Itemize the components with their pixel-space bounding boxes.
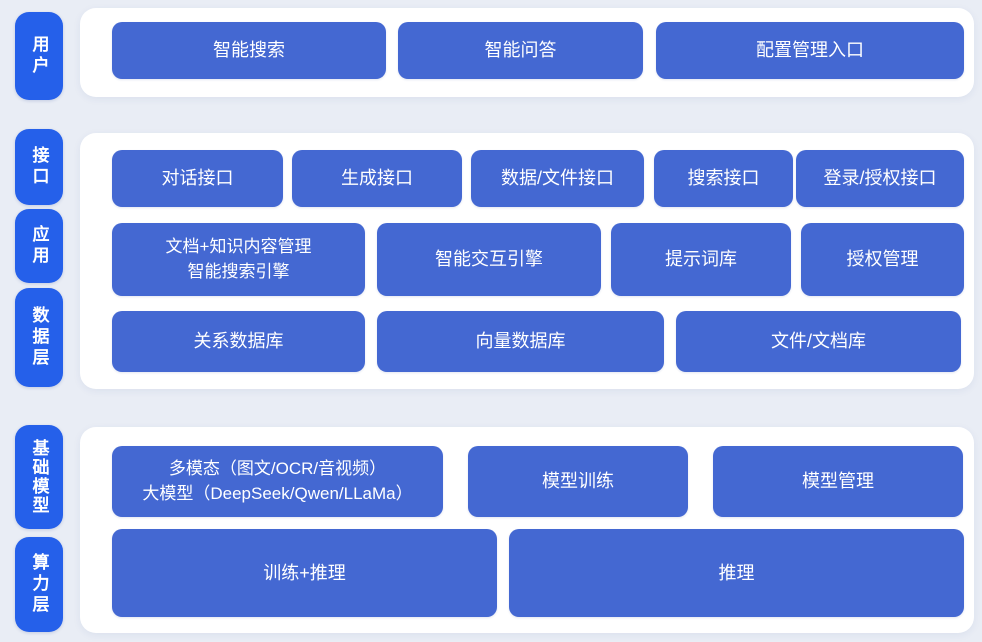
box-file-doc-store: 文件/文档库 — [676, 311, 961, 372]
box-label-line1: 多模态（图文/OCR/音视频） — [168, 458, 387, 478]
box-smart-search: 智能搜索 — [112, 22, 386, 79]
panel-interface-app-data: 对话接口 生成接口 数据/文件接口 搜索接口 登录/授权接口 文档+知识内容管理… — [80, 133, 974, 389]
box-label: 模型管理 — [802, 471, 874, 492]
box-training-inference: 训练+推理 — [112, 529, 497, 617]
layer-pill-interface: 接口 — [15, 129, 63, 205]
box-config-entry: 配置管理入口 — [656, 22, 964, 79]
box-label-line2: 智能搜索引擎 — [187, 261, 290, 281]
layer-pill-application: 应用 — [15, 209, 63, 283]
panel-model-compute: 多模态（图文/OCR/音视频） 大模型（DeepSeek/Qwen/LLaMa）… — [80, 427, 974, 633]
box-doc-knowledge-mgmt: 文档+知识内容管理 智能搜索引擎 — [112, 223, 365, 296]
box-login-auth-api: 登录/授权接口 — [796, 150, 964, 207]
box-label: 智能交互引擎 — [435, 249, 543, 270]
box-label: 对话接口 — [161, 168, 234, 189]
box-interaction-engine: 智能交互引擎 — [377, 223, 601, 296]
layer-pill-data-layer: 数据层 — [15, 288, 63, 387]
box-multimodal-llm: 多模态（图文/OCR/音视频） 大模型（DeepSeek/Qwen/LLaMa） — [112, 446, 443, 517]
box-label: 智能搜索 — [213, 40, 285, 61]
box-label: 授权管理 — [846, 249, 919, 270]
layer-pill-foundation-model: 基础模型 — [15, 425, 63, 529]
box-label: 推理 — [718, 562, 755, 583]
box-label: 训练+推理 — [263, 562, 346, 583]
box-generation-api: 生成接口 — [292, 150, 462, 207]
box-prompt-library: 提示词库 — [611, 223, 791, 296]
box-label: 数据/文件接口 — [500, 168, 614, 189]
box-inference: 推理 — [509, 529, 964, 617]
box-label: 提示词库 — [665, 249, 737, 270]
box-label-line1: 文档+知识内容管理 — [165, 236, 312, 256]
layer-pill-compute-layer: 算力层 — [15, 537, 63, 632]
box-vector-db: 向量数据库 — [377, 311, 664, 372]
box-dialog-api: 对话接口 — [112, 150, 283, 207]
box-model-mgmt: 模型管理 — [713, 446, 963, 517]
box-label: 文件/文档库 — [770, 331, 866, 352]
box-label: 生成接口 — [341, 168, 413, 189]
box-label: 搜索接口 — [687, 168, 760, 189]
box-label: 模型训练 — [542, 471, 614, 492]
box-model-training: 模型训练 — [468, 446, 688, 517]
box-auth-mgmt: 授权管理 — [801, 223, 964, 296]
layer-pill-user: 用户 — [15, 12, 63, 100]
box-label: 关系数据库 — [193, 331, 284, 352]
box-label: 智能问答 — [484, 40, 557, 61]
box-label-line2: 大模型（DeepSeek/Qwen/LLaMa） — [142, 483, 413, 503]
box-label: 登录/授权接口 — [823, 168, 937, 189]
box-label: 配置管理入口 — [756, 40, 864, 61]
box-search-api: 搜索接口 — [654, 150, 793, 207]
box-data-file-api: 数据/文件接口 — [471, 150, 644, 207]
box-label: 向量数据库 — [475, 331, 566, 352]
box-smart-qa: 智能问答 — [398, 22, 643, 79]
panel-user-layer: 智能搜索 智能问答 配置管理入口 — [80, 8, 974, 97]
box-relational-db: 关系数据库 — [112, 311, 365, 372]
